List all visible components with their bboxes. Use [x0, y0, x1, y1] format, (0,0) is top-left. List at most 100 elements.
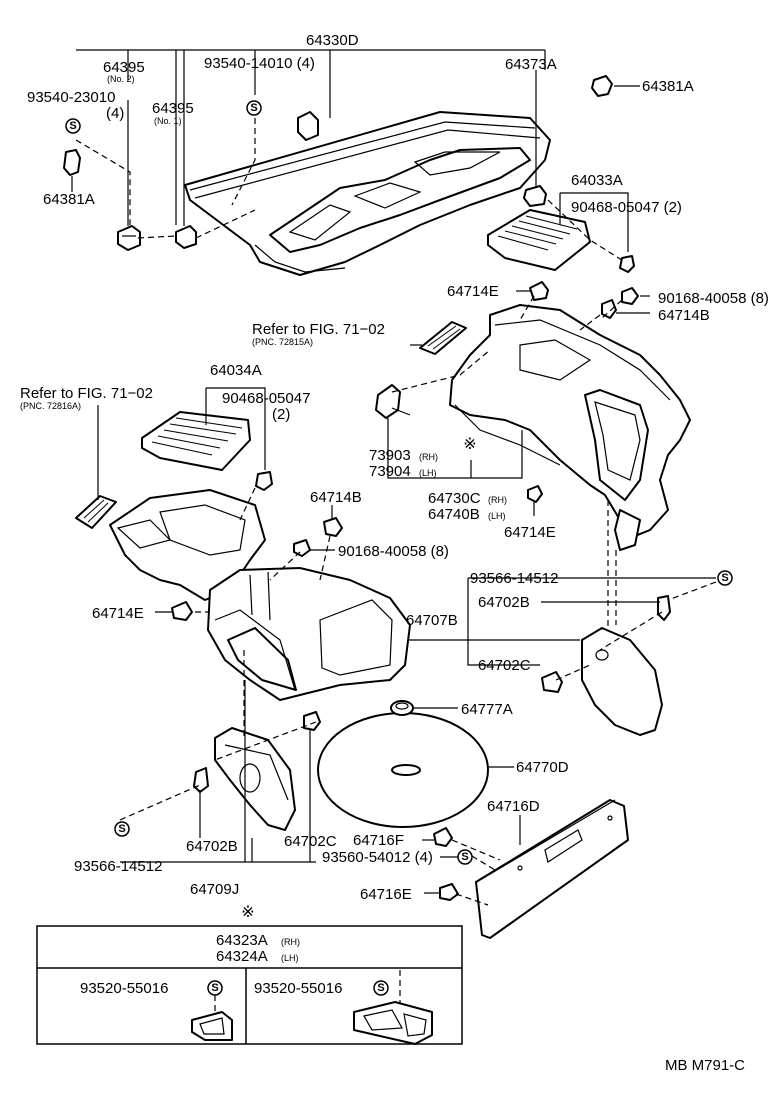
label-93540-23010: 93540-23010 [27, 89, 115, 106]
quarter-trim-rh [449, 304, 691, 551]
svg-text:S: S [69, 120, 76, 132]
label-93566-14512-rh: 93566-14512 [470, 570, 558, 587]
label-64395-no2: 64395 [103, 59, 145, 76]
vent-ref-rh [419, 321, 467, 355]
label-64395-no1: 64395 [152, 100, 194, 117]
speaker-box-lh-64034A [141, 411, 251, 471]
clip-64714E-left [171, 601, 193, 621]
s-symbol-box-right: S [373, 980, 389, 996]
label-93540-14010: 93540-14010 (4) [204, 55, 315, 72]
label-64777A: 64777A [461, 701, 513, 718]
star-mark-box: ※ [241, 902, 254, 921]
hook-73903 [375, 384, 411, 419]
s-symbol-93560-54012: S [457, 849, 473, 865]
label-64702B-rh: 64702B [478, 594, 530, 611]
label-93566-14512-lh: 93566-14512 [74, 858, 162, 875]
label-64381A-top: 64381A [642, 78, 694, 95]
label-64702C-rh: 64702C [478, 657, 531, 674]
s-symbol-93540-14010: S [246, 100, 262, 116]
svg-text:S: S [118, 823, 125, 835]
label-73903: 73903 [369, 447, 411, 464]
clip-90168-40058-mid [293, 539, 311, 557]
label-64714E-upper: 64714E [447, 283, 499, 300]
label-ref-fig-lh: Refer to FIG. 71−02 [20, 385, 153, 402]
label-64033A: 64033A [571, 172, 623, 189]
box-label-64323A: 64323A [216, 932, 268, 949]
label-73903-side: (RH) [419, 452, 438, 462]
label-64702B-lh: 64702B [186, 838, 238, 855]
label-64730C: 64730C [428, 490, 481, 507]
package-tray-trim [184, 111, 551, 276]
label-64740B: 64740B [428, 506, 480, 523]
svg-text:S: S [721, 572, 728, 584]
clip-64714B-upper [601, 299, 617, 319]
clip-64714B-mid [323, 517, 343, 537]
clip-64702C-rh [541, 671, 563, 693]
clip-64381A-top [591, 75, 613, 97]
label-93540-23010-qty: (4) [106, 105, 124, 122]
clip-64716F [433, 827, 453, 847]
label-64702C-lh: 64702C [284, 833, 337, 850]
label-64716D: 64716D [487, 798, 540, 815]
svg-text:S: S [377, 982, 384, 994]
clip-64395-no2 [117, 225, 141, 251]
label-73904-side: (LH) [419, 468, 437, 478]
label-90468-05047-rh: 90468-05047 (2) [571, 199, 682, 216]
box-label-93520-right: 93520-55016 [254, 980, 342, 997]
clip-64702B-rh [657, 595, 671, 621]
s-symbol-93540-23010: S [65, 118, 81, 134]
access-panel-rh [581, 627, 663, 736]
label-ref-pnc-lh: (PNC. 72816A) [20, 401, 81, 411]
grommet-64777A [390, 700, 414, 716]
hook-64323A [191, 1011, 233, 1041]
label-64716E: 64716E [360, 886, 412, 903]
vent-ref-lh [75, 495, 117, 529]
clip-64395-no1 [175, 225, 197, 249]
label-64714B-upper: 64714B [658, 307, 710, 324]
label-64034A: 64034A [210, 362, 262, 379]
label-90468-05047-lh-qty: (2) [272, 406, 290, 423]
label-90168-40058-mid: 90168-40058 (8) [338, 543, 449, 560]
label-64714E-left: 64714E [92, 605, 144, 622]
label-64730C-side: (RH) [488, 495, 507, 505]
svg-text:S: S [211, 982, 218, 994]
star-mark-rh: ※ [463, 434, 476, 453]
label-64707B: 64707B [406, 612, 458, 629]
label-64714E-mid: 64714E [504, 524, 556, 541]
diagram-code: MB M791-C [665, 1057, 745, 1074]
clip-64373A [523, 185, 547, 207]
screw-90468-05047-rh [619, 255, 635, 273]
label-ref-fig-rh: Refer to FIG. 71−02 [252, 321, 385, 338]
label-64714B-mid: 64714B [310, 489, 362, 506]
label-93560-54012: 93560-54012 (4) [322, 849, 433, 866]
clip-64714E-mid [527, 485, 543, 503]
clip-64716E [439, 883, 459, 901]
clip-64381A-left [63, 149, 81, 176]
label-64740B-side: (LH) [488, 511, 506, 521]
dashed-lines [75, 118, 717, 1030]
clip-90168-40058-upper [621, 287, 639, 305]
s-symbol-93566-14512-rh: S [717, 570, 733, 586]
label-73904: 73904 [369, 463, 411, 480]
label-90168-40058-upper: 90168-40058 (8) [658, 290, 769, 307]
scuff-plate-64716D [475, 799, 629, 939]
clip-64702C-lh [303, 711, 321, 731]
label-64373A: 64373A [505, 56, 557, 73]
leader-lines [71, 49, 716, 894]
label-ref-pnc-rh: (PNC. 72815A) [252, 337, 313, 347]
label-64770D: 64770D [516, 759, 569, 776]
clip-64702B-lh [193, 767, 209, 793]
s-symbol-box-left: S [207, 980, 223, 996]
label-64709J: 64709J [190, 881, 239, 898]
label-64381A-left: 64381A [43, 191, 95, 208]
label-64395-no2-note: (No. 2) [107, 74, 135, 84]
box-label-93520-left: 93520-55016 [80, 980, 168, 997]
access-panel-lh-64709J [214, 727, 296, 831]
spare-tire-cover-64770D [317, 712, 489, 828]
box-label-64324A: 64324A [216, 948, 268, 965]
label-64330D: 64330D [306, 32, 359, 49]
label-64395-no1-note: (No. 1) [154, 116, 182, 126]
label-64716F: 64716F [353, 832, 404, 849]
s-symbol-93566-14512-lh: S [114, 821, 130, 837]
